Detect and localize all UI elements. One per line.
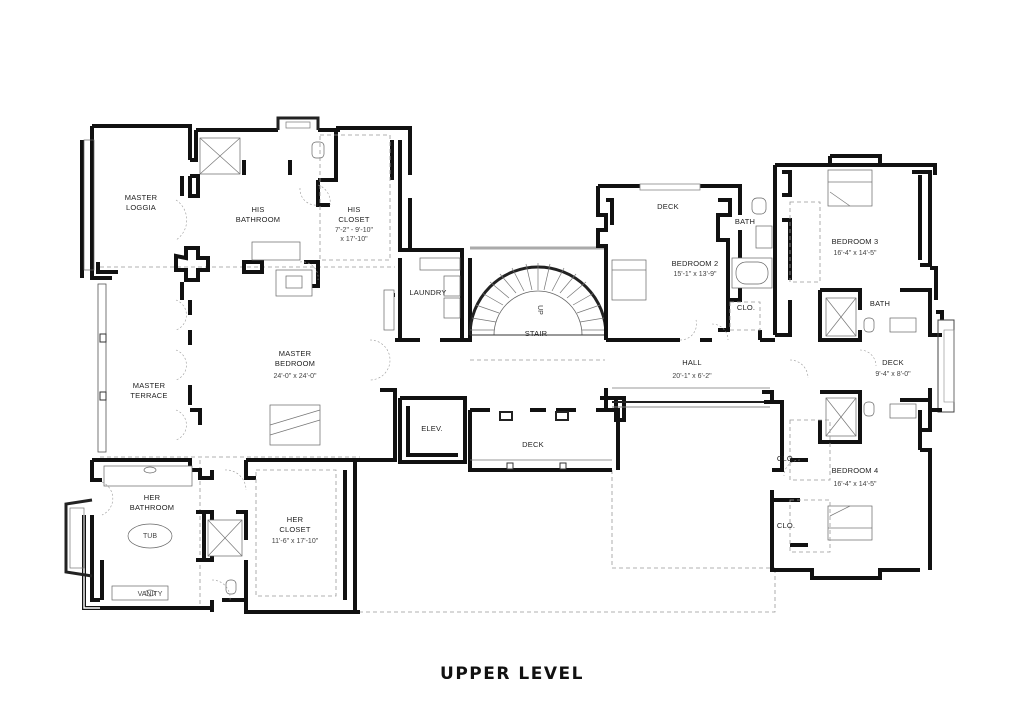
label-bedroom4: BEDROOM 4 bbox=[832, 466, 879, 475]
label-hall: HALL bbox=[682, 358, 702, 367]
right-wing-walls bbox=[762, 154, 955, 580]
label-elev: ELEV. bbox=[421, 424, 443, 433]
label-bedroom3: BEDROOM 3 bbox=[832, 237, 879, 246]
her-closet-dims: 11'-6" x 17'-10" bbox=[272, 538, 319, 545]
label-laundry: LAUNDRY bbox=[409, 288, 446, 297]
bay-window bbox=[64, 498, 93, 578]
deck-right-dims: 9'-4" x 8'-0" bbox=[875, 371, 911, 378]
label-deck-right: DECK bbox=[882, 358, 904, 367]
door-swings bbox=[101, 184, 391, 601]
his-closet-dims: 7'-2" - 9'-10"x 17'-10" bbox=[335, 227, 374, 243]
label-clo-b4-top: CLO. bbox=[777, 454, 795, 463]
label-bath-right: BATH bbox=[870, 299, 890, 308]
label-bath-top: BATH bbox=[735, 217, 755, 226]
label-clo-b4-bottom: CLO. bbox=[777, 521, 795, 530]
label-deck-top: DECK bbox=[657, 202, 679, 211]
bedroom2-walls bbox=[596, 183, 775, 408]
label-tub: TUB bbox=[143, 533, 157, 540]
label-vanity: VANITY bbox=[138, 591, 163, 598]
center-walls bbox=[398, 246, 626, 472]
master-bedroom-dims: 24'-0" x 24'-0" bbox=[273, 373, 317, 380]
bay-window-seat bbox=[69, 507, 85, 569]
hall-dims: 20'-1" x 6'-2" bbox=[672, 373, 712, 380]
label-bedroom2: BEDROOM 2 bbox=[672, 259, 719, 268]
bedroom3-dims: 16'-4" x 14'-5" bbox=[833, 250, 877, 257]
bedroom4-dims: 16'-4" x 14'-5" bbox=[833, 481, 877, 488]
laundry-fixtures bbox=[383, 257, 461, 331]
tub-outline bbox=[127, 523, 173, 549]
label-clo-b2: CLO. bbox=[737, 303, 755, 312]
master-wing-walls bbox=[80, 124, 412, 614]
roof-outline bbox=[100, 266, 776, 613]
top-window bbox=[276, 116, 320, 130]
bedroom2-dims: 15'-1" x 13'-9" bbox=[673, 271, 717, 278]
label-up: UP bbox=[536, 305, 543, 315]
label-deck-bottom: DECK bbox=[522, 440, 544, 449]
master-fixtures bbox=[103, 134, 391, 601]
label-stair: STAIR bbox=[525, 329, 548, 338]
spiral-stair bbox=[468, 263, 608, 336]
plan-title: UPPER LEVEL bbox=[440, 664, 584, 684]
